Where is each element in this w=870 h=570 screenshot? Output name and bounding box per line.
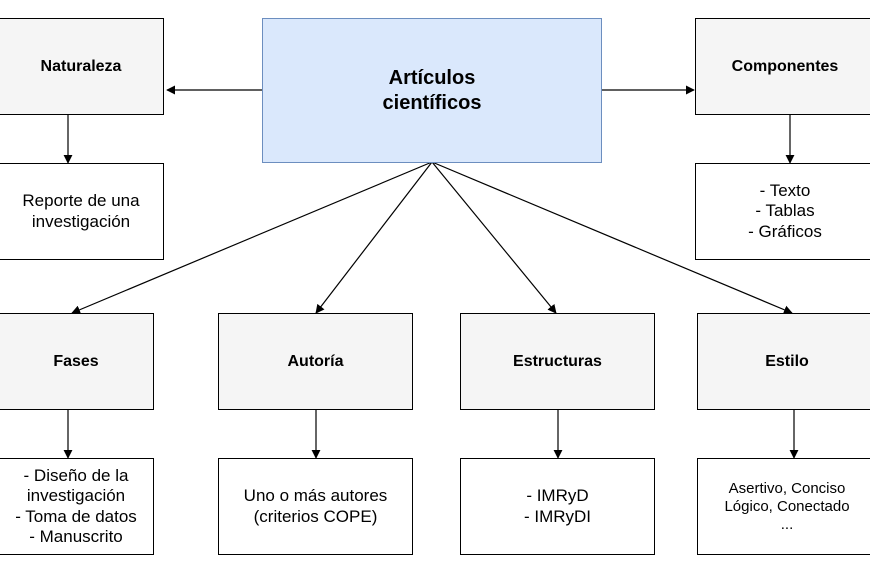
edge-center-estructuras: [431, 161, 557, 314]
naturaleza-node: Naturaleza: [0, 18, 164, 115]
estilo-detail-node: Asertivo, Conciso Lógico, Conectado ...: [697, 458, 870, 555]
componentes-label: Componentes: [731, 57, 839, 75]
estilo-detail-label: Asertivo, Conciso Lógico, Conectado ...: [724, 479, 850, 533]
componentes-detail-label: - Texto - Tablas - Gráficos: [748, 180, 822, 241]
fases-label: Fases: [53, 352, 99, 370]
edge-center-fases: [71, 161, 433, 315]
fases-node: Fases: [0, 313, 154, 410]
componentes-detail-node: - Texto - Tablas - Gráficos: [695, 163, 870, 260]
center-node-label: Artículos científicos: [382, 66, 482, 114]
autoria-detail-label: Uno o más autores (criterios COPE): [243, 486, 388, 526]
estructuras-node: Estructuras: [460, 313, 655, 410]
estructuras-detail-label: - IMRyD - IMRyDI: [523, 486, 592, 526]
naturaleza-detail-node: Reporte de una investigación: [0, 163, 164, 260]
componentes-node: Componentes: [695, 18, 870, 115]
autoria-label: Autoría: [287, 352, 344, 370]
autoria-detail-node: Uno o más autores (criterios COPE): [218, 458, 413, 555]
fases-detail-node: - Diseño de la investigación - Toma de d…: [0, 458, 154, 555]
estructuras-label: Estructuras: [513, 352, 602, 370]
naturaleza-label: Naturaleza: [40, 57, 122, 75]
edge-center-autoria: [315, 161, 433, 314]
naturaleza-detail-label: Reporte de una investigación: [22, 191, 140, 231]
estructuras-detail-node: - IMRyD - IMRyDI: [460, 458, 655, 555]
autoria-node: Autoría: [218, 313, 413, 410]
fases-detail-label: - Diseño de la investigación - Toma de d…: [15, 465, 137, 546]
center-node: Artículos científicos: [262, 18, 602, 163]
estilo-node: Estilo: [697, 313, 870, 410]
edge-center-estilo: [431, 161, 793, 315]
estilo-label: Estilo: [765, 352, 809, 370]
